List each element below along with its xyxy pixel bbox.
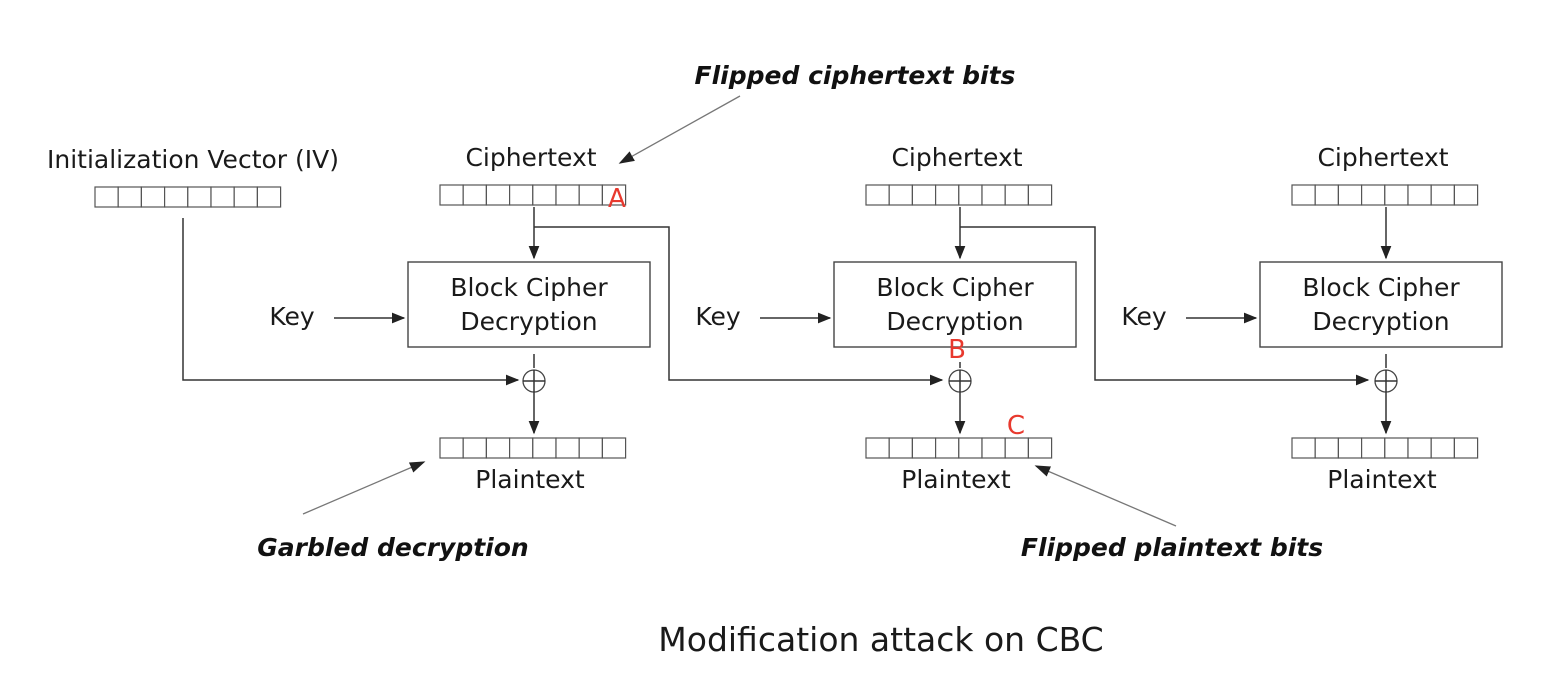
plaintext-block-1-garbled — [439, 437, 627, 459]
bit-cell — [1384, 184, 1409, 206]
cipher-box-line2-3: Decryption — [1312, 307, 1449, 336]
bit-cell — [1337, 437, 1363, 459]
bit-cell — [1027, 184, 1053, 206]
garbled-bit-cell — [462, 437, 488, 459]
ciphertext-label-3: Ciphertext — [1317, 143, 1448, 172]
cipher-box-line2-1: Decryption — [460, 307, 597, 336]
xor-icon-2 — [948, 369, 972, 393]
cipher-box-line1-3: Block Cipher — [1302, 273, 1460, 302]
ciphertext-label-1: Ciphertext — [465, 143, 596, 172]
bit-cell — [94, 186, 119, 208]
bit-cell — [981, 437, 1006, 459]
bit-cell — [233, 186, 258, 208]
bit-cell — [865, 437, 890, 459]
bit-cell — [532, 184, 557, 206]
key-label-2: Key — [695, 302, 741, 331]
ciphertext-block-3 — [1291, 184, 1479, 206]
garbled-bit-cell — [601, 437, 627, 459]
cipher-box-line2-2: Decryption — [886, 307, 1023, 336]
bit-cell — [439, 184, 464, 206]
cipher-box-line1-2: Block Cipher — [876, 273, 1034, 302]
bit-cell — [1430, 184, 1455, 206]
garbled-bit-cell — [578, 437, 604, 459]
bit-cell — [140, 186, 166, 208]
bit-cell — [1360, 184, 1386, 206]
bit-cell — [1027, 437, 1053, 459]
plaintext-label-3: Plaintext — [1327, 465, 1437, 494]
bit-cell — [1291, 437, 1316, 459]
bit-cell — [958, 437, 983, 459]
bit-cell — [1314, 437, 1339, 459]
iv-block — [94, 186, 282, 208]
bit-cell — [1004, 184, 1030, 206]
bit-cell — [1453, 437, 1479, 459]
bit-cell — [485, 184, 511, 206]
garbled-bit-cell — [532, 437, 557, 459]
bit-cell — [888, 184, 914, 206]
bit-cell — [958, 184, 983, 206]
bit-cell — [911, 437, 937, 459]
bit-cell — [1360, 437, 1386, 459]
bit-cell — [1407, 437, 1432, 459]
bit-cell — [509, 184, 534, 206]
garbled-bit-cell — [485, 437, 511, 459]
bit-cell — [934, 437, 960, 459]
plaintext-label-1: Plaintext — [475, 465, 585, 494]
bit-cell — [601, 184, 627, 206]
bit-cell — [911, 184, 937, 206]
garbled-bit-cell — [509, 437, 534, 459]
bit-cell — [1291, 184, 1316, 206]
flipped-ciphertext-pointer — [618, 95, 741, 164]
bit-cell — [555, 184, 580, 206]
garbled-decryption-pointer — [302, 461, 426, 515]
ciphertext1-to-xor2-arrow — [534, 226, 944, 386]
xor-icon-1 — [522, 369, 546, 393]
bit-cell — [164, 186, 189, 208]
marker-c: C — [1007, 411, 1025, 441]
iv-to-xor-arrow — [182, 218, 520, 386]
flipped-plaintext-note: Flipped plaintext bits — [1021, 533, 1323, 562]
iv-label: Initialization Vector (IV) — [47, 145, 339, 174]
cipher-box-line1-1: Block Cipher — [450, 273, 608, 302]
block-cipher-decryption-box-3 — [1259, 261, 1503, 348]
bit-cell — [981, 184, 1006, 206]
ciphertext2-to-xor3-arrow — [960, 226, 1370, 386]
plaintext-label-2: Plaintext — [901, 465, 1011, 494]
bit-cell — [117, 186, 142, 208]
garbled-bit-cell — [555, 437, 580, 459]
bit-cell — [1314, 184, 1339, 206]
flipped-bit-cell — [1004, 437, 1030, 459]
bit-cell — [462, 184, 488, 206]
key-label-1: Key — [269, 302, 315, 331]
key-label-3: Key — [1121, 302, 1167, 331]
flipped-plaintext-pointer — [1034, 465, 1177, 527]
bit-cell — [187, 186, 212, 208]
xor-icon-3 — [1374, 369, 1398, 393]
bit-cell — [1384, 437, 1409, 459]
flipped-ciphertext-note: Flipped ciphertext bits — [695, 61, 1016, 90]
bit-cell — [1407, 184, 1432, 206]
garbled-decryption-note: Garbled decryption — [257, 533, 528, 562]
bit-cell — [1430, 437, 1455, 459]
bit-cell — [210, 186, 235, 208]
plaintext-block-2 — [865, 437, 1053, 459]
marker-a: A — [608, 184, 626, 214]
bit-cell — [888, 437, 914, 459]
ciphertext-block-1 — [439, 184, 627, 206]
plaintext-block-3 — [1291, 437, 1479, 459]
bit-cell — [1337, 184, 1363, 206]
bit-cell — [865, 184, 890, 206]
bit-cell — [934, 184, 960, 206]
flipped-bit-cell — [578, 184, 604, 206]
ciphertext-label-2: Ciphertext — [891, 143, 1022, 172]
bit-cell — [256, 186, 282, 208]
ciphertext-block-2 — [865, 184, 1053, 206]
block-cipher-decryption-box-2 — [833, 261, 1077, 348]
block-cipher-decryption-box-1 — [407, 261, 651, 348]
bit-cell — [1453, 184, 1479, 206]
garbled-bit-cell — [439, 437, 464, 459]
marker-b: B — [948, 335, 966, 365]
figure-caption: Modification attack on CBC — [658, 620, 1103, 659]
